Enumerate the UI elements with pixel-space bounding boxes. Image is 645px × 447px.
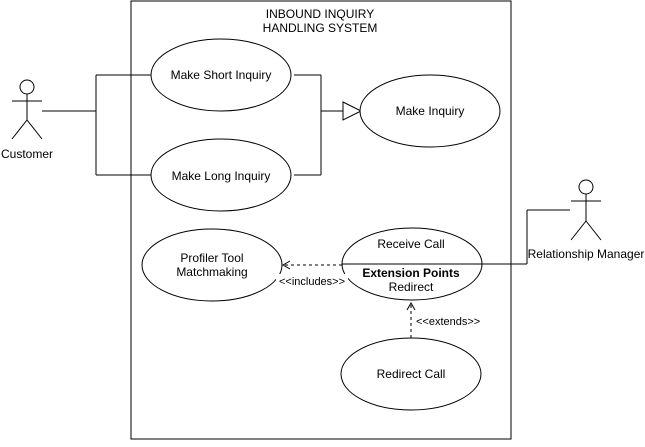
use-case-make-inquiry[interactable] <box>359 74 501 148</box>
generalization-connector <box>294 74 363 176</box>
use-case-make-short-inquiry[interactable] <box>150 38 292 112</box>
relationship-manager-label: Relationship Manager <box>528 247 645 261</box>
extension-points-heading: Extension Points <box>362 266 460 280</box>
customer-head-icon <box>19 79 35 95</box>
customer-connector <box>42 74 152 176</box>
make-short-inquiry-label: Make Short Inquiry <box>171 68 272 82</box>
relationship-manager-head-icon <box>578 179 594 195</box>
system-title-line1: INBOUND INQUIRY <box>266 7 374 21</box>
make-long-inquiry-label: Make Long Inquiry <box>172 169 271 183</box>
relationship-manager-actor[interactable] <box>570 179 602 241</box>
system-title-line2: HANDLING SYSTEM <box>263 21 378 35</box>
extends-label: <<extends>> <box>416 316 480 328</box>
receive-call-label: Receive Call <box>377 237 444 251</box>
redirect-call-label: Redirect Call <box>377 367 446 381</box>
includes-label-background <box>276 274 348 288</box>
profiler-tool-label-line2: Matchmaking <box>176 265 247 279</box>
extension-point-redirect: Redirect <box>389 280 434 294</box>
use-case-make-long-inquiry[interactable] <box>150 138 292 212</box>
make-inquiry-label: Make Inquiry <box>396 104 465 118</box>
customer-actor[interactable] <box>11 79 43 140</box>
includes-label: <<includes>> <box>279 276 345 288</box>
generalization-arrowhead <box>342 101 363 121</box>
profiler-tool-label-line1: Profiler Tool <box>180 251 243 265</box>
customer-label: Customer <box>1 147 53 161</box>
